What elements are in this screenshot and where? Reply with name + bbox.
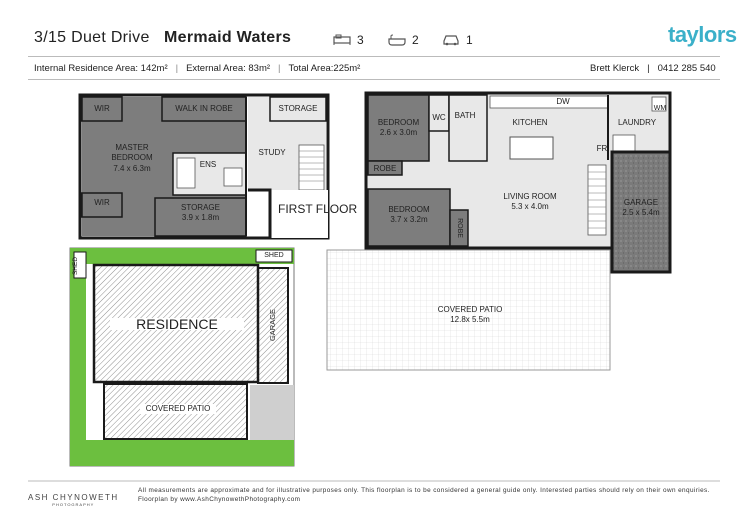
agent-phone[interactable]: 0412 285 540 xyxy=(657,63,716,74)
site-grass-top xyxy=(70,248,294,264)
storage-top-room xyxy=(269,96,327,122)
label-living-room: LIVING ROOM xyxy=(503,192,557,201)
robe-top-room xyxy=(367,160,403,176)
total-area: Total Area:225m² xyxy=(288,63,361,74)
site-grass-bottom xyxy=(70,440,294,466)
first-floor-stairs xyxy=(298,144,325,191)
bedroom-top-room xyxy=(367,94,430,162)
label-master-dims: 7.4 x 6.3m xyxy=(113,164,151,173)
external-area: External Area: 83m² xyxy=(186,63,271,74)
car-feature: 1 xyxy=(442,33,473,47)
kitchen-bench xyxy=(489,95,609,109)
label-bath: BATH xyxy=(454,111,476,120)
label-wir-top: WIR xyxy=(94,104,110,113)
site-shed-left xyxy=(73,251,87,279)
label-wc: WC xyxy=(432,113,446,122)
photographer-sub: PHOTOGRAPHY xyxy=(52,502,95,507)
first-floor-plan xyxy=(78,93,330,240)
label-bedroom-top-dims: 2.6 x 3.0m xyxy=(379,128,418,137)
washing-machine-fixture xyxy=(651,96,667,112)
label-robe-top: ROBE xyxy=(373,164,397,173)
label-storage-bottom: STORAGE xyxy=(181,203,220,212)
car-icon xyxy=(443,35,459,46)
label-site-shed-top: SHED xyxy=(264,252,284,259)
brand-logo: taylors xyxy=(668,22,737,47)
label-first-floor: FIRST FLOOR xyxy=(278,202,358,216)
label-garage-dims: 2.5 x 5.4m xyxy=(622,208,660,217)
label-bedroom-bottom: BEDROOM xyxy=(388,205,430,214)
kitchen-island xyxy=(509,136,554,160)
ensuite-shower-fixture xyxy=(223,167,243,187)
label-storage-dims: 3.9 x 1.8m xyxy=(181,213,220,222)
agent-contact: Brett Klerck | 0412 285 540 xyxy=(590,63,716,74)
bedrooms-feature: 3 xyxy=(333,33,364,47)
walk-in-robe-room xyxy=(161,96,247,122)
wir-bottom-room xyxy=(81,192,123,218)
label-bedroom-bottom-dims: 3.7 x 3.2m xyxy=(390,215,428,224)
agent-name: Brett Klerck xyxy=(590,63,640,74)
label-ens: ENS xyxy=(199,160,217,169)
label-fr: FR xyxy=(596,144,608,153)
area-separator: | xyxy=(278,63,281,74)
label-storage-top: STORAGE xyxy=(278,104,318,113)
label-bedroom-top: BEDROOM xyxy=(377,118,420,127)
car-count: 1 xyxy=(466,33,473,47)
ground-covered-patio xyxy=(326,249,611,371)
label-master-bedroom: MASTER BEDROOM xyxy=(111,143,153,162)
bathtub-icon xyxy=(388,34,406,46)
label-covered-patio-dims: 12.8x 5.5m xyxy=(450,315,490,324)
disclaimer-text: All measurements are approximate and for… xyxy=(138,487,710,503)
label-site-shed-left: SHED xyxy=(72,256,79,276)
header-divider xyxy=(28,56,720,57)
label-living-dims: 5.3 x 4.0m xyxy=(511,202,549,211)
label-wm: WM xyxy=(653,105,667,112)
garage-room xyxy=(610,150,672,274)
label-laundry: LAUNDRY xyxy=(617,118,657,127)
area-summary: Internal Residence Area: 142m² | Externa… xyxy=(34,63,360,74)
area-separator: | xyxy=(175,63,179,74)
wir-top-room xyxy=(81,96,123,122)
first-floor-void xyxy=(270,190,328,238)
label-walk-in-robe: WALK IN ROBE xyxy=(175,104,233,113)
label-dw: DW xyxy=(556,97,570,106)
bathrooms-feature: 2 xyxy=(388,33,419,47)
property-address: 3/15 Duet Drive xyxy=(34,29,150,46)
label-study: STUDY xyxy=(258,148,286,157)
label-kitchen: KITCHEN xyxy=(512,118,548,127)
bath-room xyxy=(448,94,488,162)
label-site-garage: GARAGE xyxy=(268,308,277,342)
label-covered-patio: COVERED PATIO xyxy=(437,305,503,314)
label-site-residence: RESIDENCE xyxy=(110,317,244,331)
ground-floor-plan xyxy=(364,91,672,274)
label-site-covered-patio: COVERED PATIO xyxy=(140,404,216,414)
internal-area: Internal Residence Area: 142m² xyxy=(34,63,168,74)
label-garage: GARAGE xyxy=(623,198,659,207)
first-floor-step-wall xyxy=(248,188,272,238)
bed-icon xyxy=(333,34,351,45)
header-divider-bottom xyxy=(28,79,720,80)
site-paving xyxy=(250,385,294,440)
label-wir-bottom: WIR xyxy=(94,198,110,207)
site-garage xyxy=(257,267,289,384)
ensuite-bath-fixture xyxy=(176,157,196,189)
bedroom-bottom-room xyxy=(367,188,451,247)
site-shed-top xyxy=(255,249,293,263)
site-plan xyxy=(69,247,295,467)
label-robe-side: ROBE xyxy=(456,218,463,238)
photographer-name: ASH CHYNOWETH xyxy=(28,493,119,502)
property-suburb: Mermaid Waters xyxy=(164,29,292,46)
site-grass-left xyxy=(70,248,86,466)
robe-side-room xyxy=(449,209,469,247)
bedrooms-count: 3 xyxy=(357,33,364,47)
photographer-logo: ASH CHYNOWETH PHOTOGRAPHY xyxy=(28,493,119,507)
bathrooms-count: 2 xyxy=(412,33,419,47)
agent-separator: | xyxy=(647,63,650,74)
